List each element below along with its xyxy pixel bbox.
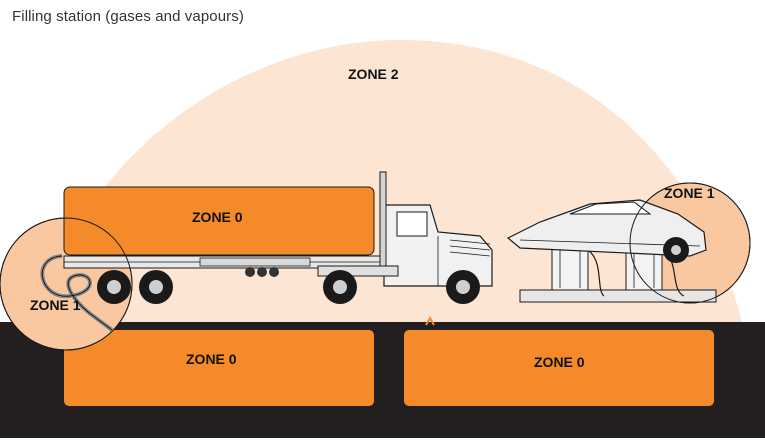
- car-icon: [506, 199, 707, 263]
- underground-tank-right: [404, 330, 714, 406]
- tank-right-zone0-label: ZONE 0: [534, 354, 585, 370]
- tank-left-zone0-label: ZONE 0: [186, 351, 237, 367]
- zone2-label: ZONE 2: [348, 66, 399, 82]
- diagram-title: Filling station (gases and vapours): [12, 8, 244, 25]
- tanker-zone0-area: [63, 186, 375, 256]
- underground-tank-left: [64, 330, 374, 406]
- car-zone1-label: ZONE 1: [664, 185, 715, 201]
- hose-zone1-label: ZONE 1: [30, 297, 81, 313]
- tanker-truck-icon: [63, 171, 493, 304]
- fuel-hose-icon: [40, 254, 114, 332]
- tanker-zone0-label: ZONE 0: [192, 209, 243, 225]
